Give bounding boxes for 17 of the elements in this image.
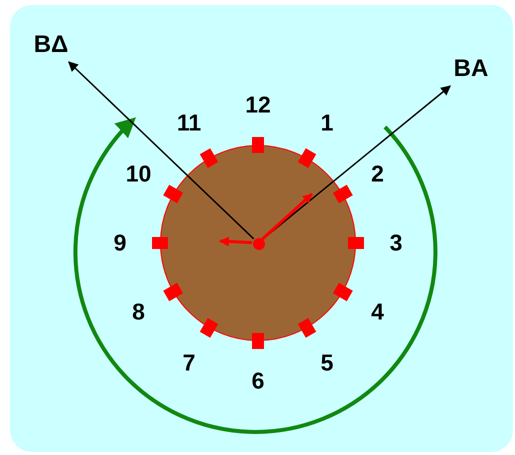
arrow	[219, 236, 252, 246]
hour-number: 9	[114, 232, 126, 254]
hour-number: 7	[182, 351, 196, 374]
hour-number: 11	[176, 112, 202, 135]
hour-number: 3	[390, 232, 402, 254]
arrow	[68, 61, 254, 240]
hour-number: 6	[252, 370, 264, 392]
hour-number: 5	[320, 351, 334, 374]
hour-number: 10	[126, 162, 152, 186]
hour-number: 1	[320, 112, 334, 135]
hour-number: 8	[132, 300, 145, 324]
direction-label: ΒΔ	[34, 30, 68, 60]
hour-number: 4	[371, 300, 384, 324]
arrow	[261, 192, 313, 240]
direction-label: ΒΑ	[454, 54, 488, 84]
hour-number: 2	[371, 162, 384, 186]
hour-number: 12	[245, 94, 271, 116]
